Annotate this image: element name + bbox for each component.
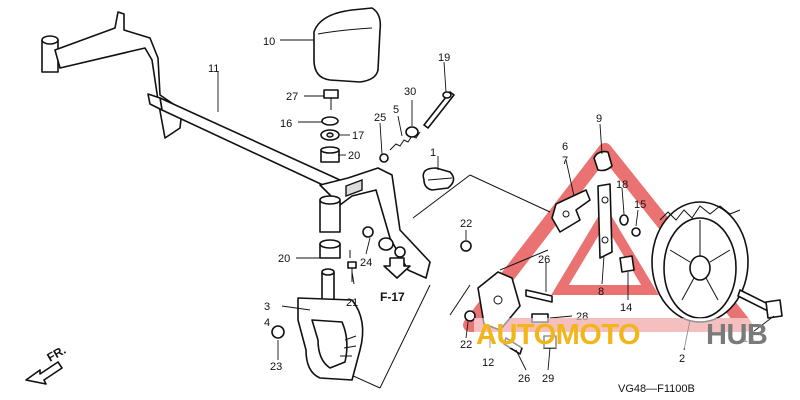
- lower-collar-part: [319, 239, 357, 282]
- part-label: 26: [518, 373, 530, 385]
- part-label: 27: [286, 91, 298, 103]
- part-label: 8: [598, 286, 604, 298]
- assembly-lines: [339, 174, 551, 389]
- wheel-part: [651, 201, 783, 323]
- watermark-brand-left: AUTOMOTO: [476, 319, 640, 351]
- part-label: 6: [562, 141, 568, 153]
- part-label: 22: [460, 218, 472, 230]
- part-label: 4: [264, 317, 270, 329]
- direction-label: FR.: [45, 343, 69, 365]
- part-label: 21: [346, 297, 358, 309]
- part-label: 11: [208, 63, 219, 75]
- part-label: 20: [278, 253, 290, 265]
- part-label: 30: [404, 86, 416, 98]
- cable-clip-part: [422, 167, 455, 191]
- part-label: 18: [616, 179, 628, 191]
- cable-parts: [379, 91, 455, 163]
- part-label: 9: [596, 113, 602, 125]
- lever-part: [593, 150, 641, 273]
- part-label: 29: [542, 373, 554, 385]
- watermark-brand-right: HUB: [706, 319, 767, 351]
- wheel-bracket-part: [271, 268, 364, 381]
- part-label: 12: [482, 357, 494, 369]
- part-label: 24: [360, 257, 372, 269]
- grip-part: [313, 7, 382, 83]
- part-label: 17: [352, 130, 364, 142]
- part-label: 3: [264, 301, 270, 313]
- view-arrow: [383, 257, 411, 279]
- part-label: 10: [263, 36, 275, 48]
- reference-label: F-17: [380, 290, 405, 304]
- part-label: 16: [280, 118, 292, 130]
- part-label: 19: [438, 52, 450, 64]
- bracket-plate-part: [551, 189, 591, 233]
- part-label: 22: [460, 339, 472, 351]
- part-label: 7: [562, 155, 568, 167]
- part-label: 20: [348, 150, 360, 162]
- part-label: 5: [393, 104, 399, 116]
- watermark-text: AUTOMOTO HUB: [474, 318, 768, 351]
- part-label: 1: [430, 147, 436, 159]
- part-label: 26: [538, 254, 550, 266]
- part-label: 23: [270, 361, 282, 373]
- handle-bar-part: [41, 11, 431, 279]
- part-label: 15: [634, 199, 646, 211]
- nut-group: [362, 226, 406, 258]
- part-label: 2: [679, 353, 685, 365]
- fr-direction-arrow: [25, 361, 63, 385]
- part-label: 14: [620, 302, 632, 314]
- drawing-code: VG48—F1100B: [618, 383, 695, 395]
- bolt-stack: [320, 89, 340, 163]
- part-label: 25: [374, 112, 386, 124]
